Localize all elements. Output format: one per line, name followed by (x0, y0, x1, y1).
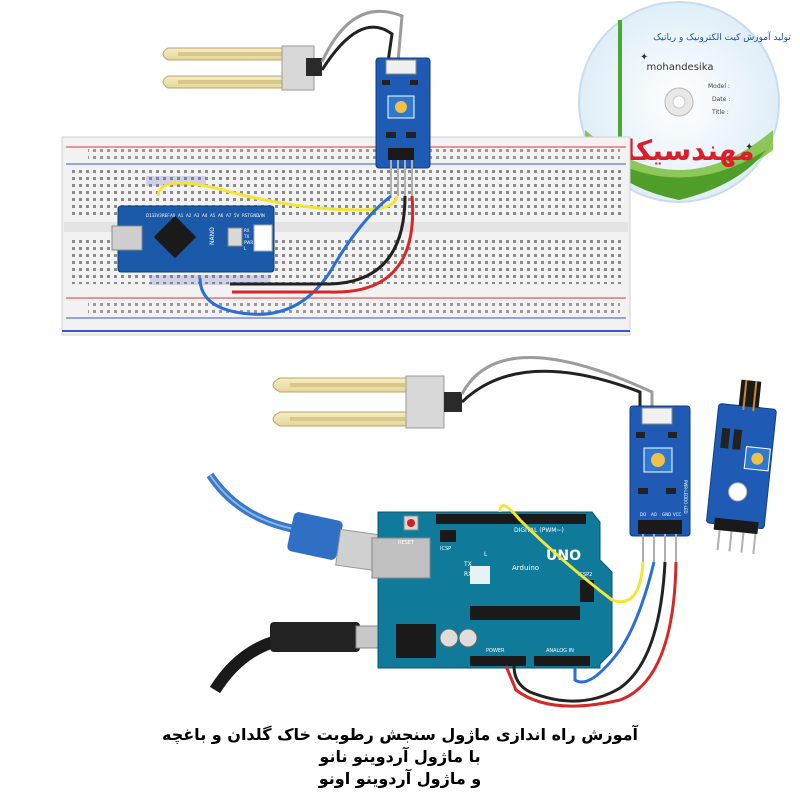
nano-pin-label: D13 (146, 213, 155, 218)
capacitor-1 (439, 628, 459, 648)
module-led-label: PWR-LED (683, 480, 688, 498)
microcontroller-chip (153, 215, 197, 259)
nano-pin-label: A5 (210, 213, 216, 218)
caption-line-3: و ماژول آردوینو اونو (318, 769, 482, 788)
nano-pin-label: A2 (186, 213, 192, 218)
nano-pin-label: A1 (178, 213, 184, 218)
probe-wire-white-2 (460, 356, 654, 412)
power-header (470, 656, 526, 666)
nano-pin-label: GND (250, 213, 259, 218)
nano-pin-label: RST (242, 213, 250, 218)
nano-pin-label: REF (162, 213, 170, 218)
usb-b-cable (206, 472, 381, 572)
module-pin-label: GND (662, 512, 671, 517)
cd-logo-text: مهندسیکا (625, 134, 754, 167)
butterfly-icon-2: ✦ (745, 142, 753, 153)
dc-jack (396, 624, 436, 658)
reset-label: RESET (398, 540, 415, 546)
soil-probe-bottom (272, 375, 462, 429)
reset-button (227, 227, 243, 247)
wire-black-uno (512, 561, 667, 703)
sensor-module-standalone (706, 379, 777, 554)
atmega-chip (470, 606, 580, 620)
nano-pin-label: 3V3 (154, 213, 162, 218)
arduino-uno: DIGITAL (PWM~) UNO Arduino L TX RX ICSP … (371, 511, 613, 669)
l-led-label: L (484, 551, 488, 558)
module-pin-label: VCC (673, 512, 682, 517)
wire-red-nano (232, 195, 415, 294)
rx-label: RX (464, 571, 472, 578)
caption: آموزش راه اندازی ماژول سنجش رطوبت خاک گل… (100, 724, 700, 790)
analog-header (534, 656, 590, 666)
cd-tagline: تولید آموزش کیت الکترونیک و رباتیک (653, 31, 791, 43)
wire-yellow-uno (498, 504, 645, 604)
butterfly-icon: ✦ (640, 52, 648, 63)
nano-side-label: RX (244, 228, 250, 233)
icsp-label: ICSP2 (578, 572, 592, 578)
nano-pin-label: A0 (170, 213, 176, 218)
usb-b-port (371, 537, 431, 579)
power-label: POWER (486, 648, 505, 654)
nano-pin-label: A3 (194, 213, 200, 218)
module-pin-label: DO (640, 512, 646, 517)
cd-site-name: mohandesika (647, 62, 714, 73)
icsp-header (580, 580, 594, 602)
wire-blue-uno (573, 561, 656, 684)
caption-line-1: آموزش راه اندازی ماژول سنجش رطوبت خاک گل… (162, 725, 638, 744)
icsp2-header (440, 530, 456, 542)
cd-model-label: Model : (708, 83, 730, 90)
icsp2-label: ICSP (440, 546, 451, 552)
uno-brand-sub: Arduino (512, 564, 539, 572)
wire-red-uno (504, 561, 678, 708)
module-pin-label: AO (651, 512, 657, 517)
probe-wire-black (320, 25, 394, 71)
wire-blue-nano (198, 194, 392, 316)
nano-side-label: L (244, 246, 247, 251)
probe-wire-black-2 (460, 369, 642, 412)
soil-probe-top (162, 45, 322, 91)
nano-pin-label: VIN (258, 213, 265, 218)
dc-power-cable (209, 622, 397, 694)
mini-usb-port (111, 225, 143, 251)
wire-black-nano (230, 195, 407, 286)
capacitor-2 (458, 628, 478, 648)
wire-yellow-nano (156, 181, 399, 212)
caption-line-2: با ماژول آردوینو نانو (319, 747, 481, 766)
nano-pin-label: A4 (202, 213, 208, 218)
nano-side-label: PWR (244, 240, 253, 245)
analog-label: ANALOG IN (546, 648, 574, 654)
nano-pin-label: 5V (234, 213, 240, 218)
nano-label: NANO (209, 227, 216, 245)
nano-pin-label: A6 (218, 213, 224, 218)
digital-header (436, 514, 586, 524)
probe-wire-white (320, 9, 404, 63)
tx-label: TX (463, 561, 472, 568)
nano-pin-label: A7 (226, 213, 232, 218)
green-stem (618, 20, 622, 170)
nano-side-label: TX (243, 234, 249, 239)
sensor-module-top (375, 57, 431, 196)
digital-label: DIGITAL (PWM~) (514, 527, 564, 534)
cd-date-label: Date : (712, 96, 730, 103)
module-led-label: DO-LED (683, 498, 688, 514)
cd-title-label: Title : (711, 109, 729, 116)
